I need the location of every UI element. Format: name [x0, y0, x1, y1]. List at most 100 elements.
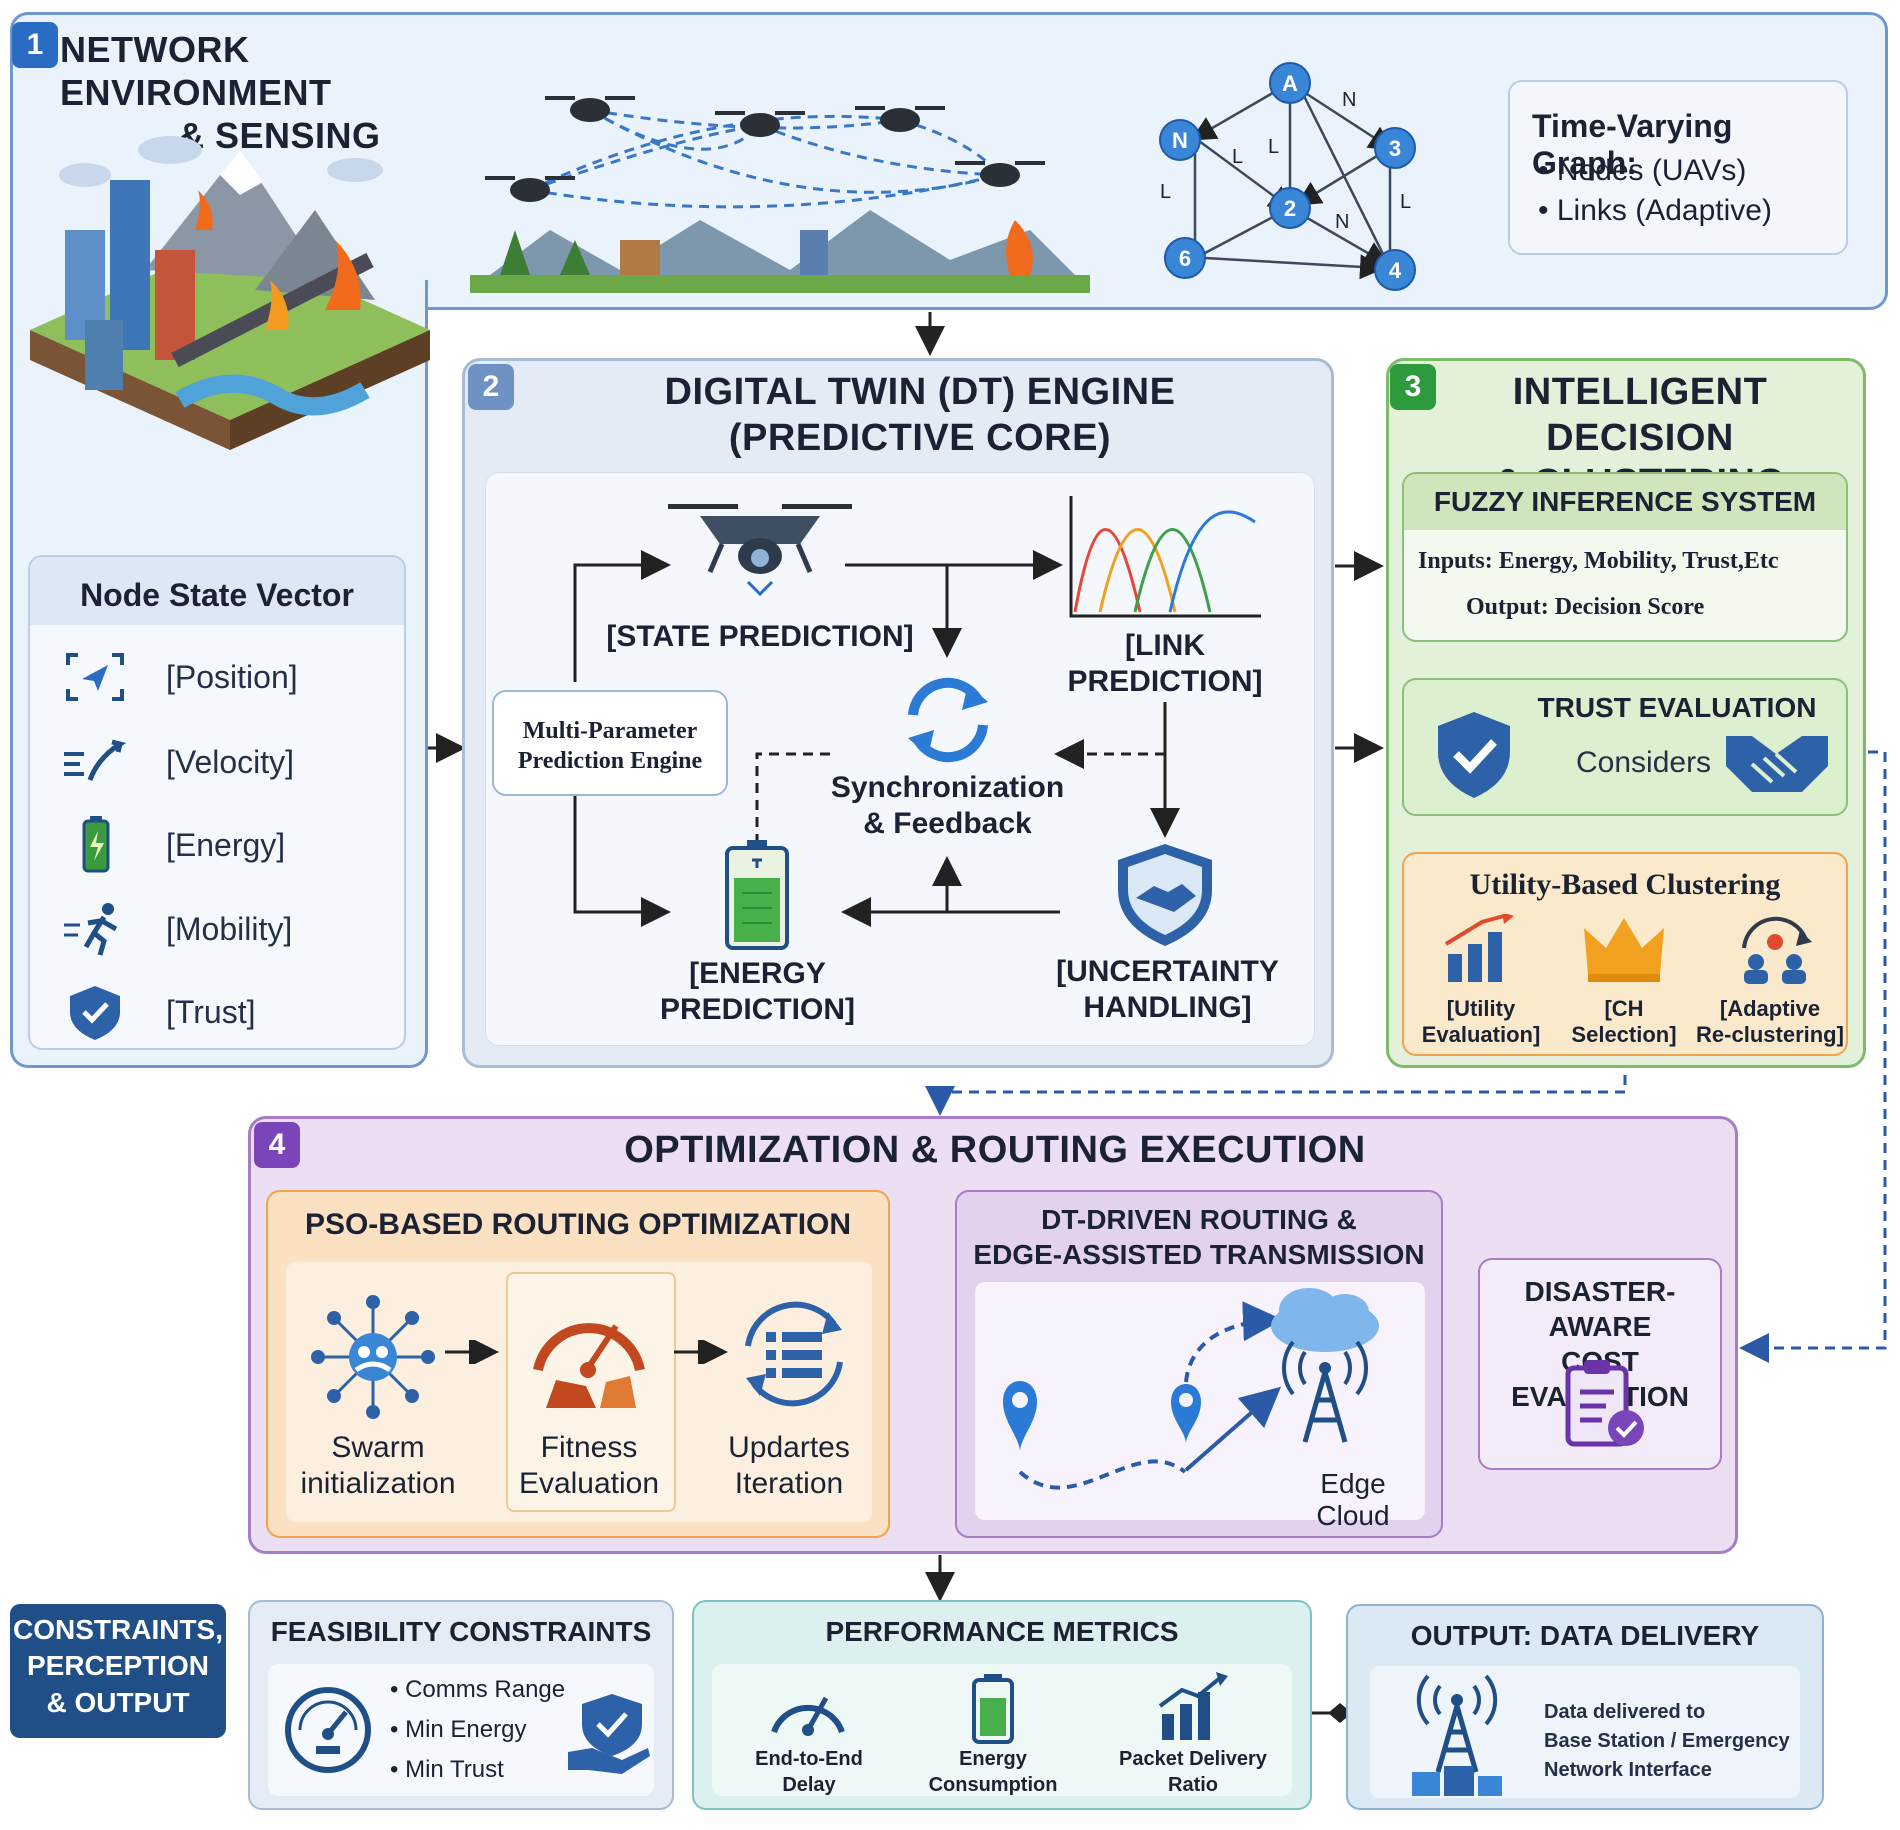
- constraints-label-line1: CONSTRAINTS,: [13, 1614, 223, 1645]
- multi-parameter-line1: Multi-Parameter: [522, 718, 698, 744]
- state-item-trust: [Trust]: [60, 982, 255, 1042]
- speedometer-icon: [533, 1323, 645, 1408]
- section1-title-line1: NETWORK ENVIRONMENT: [60, 29, 332, 114]
- feasibility-item-trust: • Min Trust: [390, 1756, 504, 1783]
- sync-feedback-line1: Synchronization: [830, 771, 1065, 804]
- sync-feedback-line2: & Feedback: [863, 807, 1032, 840]
- delivery-ratio-chart-icon: [1158, 1672, 1228, 1740]
- output-data-delivery-box: OUTPUT: DATA DELIVERY Data delivered to …: [1346, 1604, 1824, 1810]
- fuzzy-title: FUZZY INFERENCE SYSTEM: [1433, 486, 1817, 517]
- pso-title: PSO-BASED ROUTING OPTIMIZATION: [304, 1208, 852, 1241]
- graph-edge-label-6: L: [1400, 191, 1411, 213]
- output-title: OUTPUT: DATA DELIVERY: [1410, 1620, 1760, 1651]
- graph-node-4: 4: [1389, 258, 1402, 283]
- utility-clustering-box: Utility-Based Clustering [Utility Evalua…: [1402, 852, 1848, 1056]
- sync-feedback-label: Synchronization & Feedback: [820, 770, 1075, 842]
- output-description: Data delivered to Base Station / Emergen…: [1544, 1698, 1790, 1785]
- energy-battery-icon: [725, 840, 789, 950]
- section3-title-line1: INTELLIGENT DECISION: [1512, 371, 1768, 459]
- state-item-position: [Position]: [60, 647, 298, 707]
- constraints-output-label-box: CONSTRAINTS, PERCEPTION & OUTPUT: [10, 1604, 226, 1738]
- graph-edge-label-4: L: [1160, 181, 1171, 203]
- link-prediction-line2: PREDICTION]: [1067, 665, 1263, 698]
- adaptive-reclustering-line2: Re-clustering]: [1696, 1022, 1844, 1048]
- disaster-cost-line1: DISASTER-AWARE: [1524, 1276, 1676, 1342]
- state-item-velocity: [Velocity]: [60, 732, 294, 792]
- iteration-list-icon: [745, 1301, 843, 1407]
- uncertainty-line1: [UNCERTAINTY: [1056, 955, 1279, 988]
- base-station-tower-icon: [1412, 1674, 1502, 1796]
- fitness-step-card: [506, 1272, 676, 1512]
- graph-node-6: 6: [1179, 246, 1191, 271]
- metric-energy-line1: Energy: [959, 1748, 1027, 1770]
- utility-evaluation-line1: [Utility: [1446, 996, 1516, 1021]
- output-text-line3: Network Interface: [1544, 1759, 1712, 1781]
- tvg-legend-box: Time-Varying Graph: • Nodes (UAVs) • Lin…: [1508, 80, 1848, 255]
- output-inner: [1370, 1666, 1800, 1798]
- handshake-icon: [1726, 736, 1828, 792]
- position-icon: [66, 653, 124, 701]
- tvg-item-links: • Links (Adaptive): [1538, 194, 1772, 227]
- metric-delay-line2: Delay: [782, 1774, 836, 1796]
- metric-energy-line2: Consumption: [928, 1774, 1058, 1796]
- multi-parameter-engine-box: Multi-Parameter Prediction Engine: [492, 690, 728, 796]
- node-state-title: Node State Vector: [80, 577, 354, 613]
- uncertainty-line2: HANDLING]: [1083, 991, 1252, 1024]
- metric-energy-label: Energy Consumption: [898, 1746, 1088, 1798]
- performance-metrics-box: PERFORMANCE METRICS End-to-End Delay Ene…: [692, 1600, 1312, 1810]
- graph-node-2: 2: [1284, 196, 1296, 221]
- energy-consumption-icon: [972, 1674, 1014, 1744]
- pso-arrow-1: [445, 1340, 499, 1364]
- running-person-icon: [64, 903, 118, 956]
- dt-routing-title: DT-DRIVEN ROUTING & EDGE-ASSISTED TRANSM…: [957, 1202, 1441, 1272]
- drone-icon: [668, 504, 852, 597]
- section2-title-line1: DIGITAL TWIN (DT) ENGINE: [664, 371, 1176, 413]
- energy-prediction-line2: PREDICTION]: [660, 993, 855, 1026]
- fuzzy-output: Output: Decision Score: [1466, 594, 1705, 620]
- section2-title-line2: (PREDICTIVE CORE): [728, 416, 1112, 459]
- state-item-velocity-label: [Velocity]: [166, 743, 295, 780]
- fitness-eval-line2: Evaluation: [518, 1467, 660, 1500]
- utility-evaluation-line2: Evaluation]: [1421, 1022, 1541, 1048]
- shield-check-icon: [70, 986, 120, 1040]
- dt-routing-title-line1: DT-DRIVEN ROUTING &: [1041, 1204, 1357, 1235]
- performance-title: PERFORMANCE METRICS: [825, 1616, 1179, 1647]
- metric-delay-label: End-to-End Delay: [714, 1746, 904, 1798]
- disaster-cost-box: DISASTER-AWARE COST EVALUATION: [1478, 1258, 1722, 1470]
- fitness-eval-line1: Fitness: [540, 1431, 638, 1464]
- feasibility-title: FEASIBILITY CONSTRAINTS: [270, 1616, 652, 1647]
- state-item-trust-label: [Trust]: [166, 993, 256, 1030]
- state-prediction-label: [STATE PREDICTION]: [606, 620, 914, 653]
- graph-node-3: 3: [1389, 136, 1401, 161]
- clipboard-check-icon: [1565, 1360, 1644, 1447]
- trust-evaluation-title: TRUST EVALUATION: [1537, 692, 1817, 723]
- utility-evaluation-label: [Utility Evaluation]: [1406, 996, 1556, 1049]
- graph-node-a: A: [1282, 71, 1298, 96]
- state-item-mobility: [Mobility]: [60, 899, 292, 959]
- sync-icon: [908, 677, 988, 763]
- fuzzy-inference-box: FUZZY INFERENCE SYSTEM Inputs: Energy, M…: [1402, 472, 1848, 642]
- metric-pdr-line2: Ratio: [1168, 1774, 1218, 1796]
- handshake-shield-icon: [1118, 844, 1212, 946]
- constraints-label-line2: PERCEPTION: [26, 1650, 210, 1682]
- delay-gauge-icon: [771, 1696, 845, 1736]
- graph-edge-label-5: N: [1335, 211, 1349, 233]
- ch-selection-line2: Selection]: [1571, 1022, 1677, 1048]
- disaster-city-illustration: [30, 136, 430, 450]
- adaptive-reclustering-line1: [Adaptive: [1719, 996, 1821, 1021]
- fitness-eval-label: Fitness Evaluation: [506, 1430, 672, 1502]
- dt-driven-routing-box: DT-DRIVEN ROUTING & EDGE-ASSISTED TRANSM…: [955, 1190, 1443, 1538]
- link-prediction-line1: [LINK: [1125, 629, 1205, 662]
- utility-bar-chart-icon: [1444, 914, 1514, 982]
- metric-pdr-line1: Packet Delivery: [1119, 1748, 1267, 1770]
- utility-clustering-title: Utility-Based Clustering: [1469, 868, 1781, 901]
- section2-title: DIGITAL TWIN (DT) ENGINE (PREDICTIVE COR…: [560, 370, 1280, 461]
- swarm-network-icon: [311, 1295, 435, 1419]
- graph-edge-label-1: N: [1342, 89, 1356, 111]
- state-item-position-label: [Position]: [166, 658, 298, 695]
- section1-title-line2: & SENSING: [178, 115, 381, 157]
- dt-routing-title-line2: EDGE-ASSISTED TRANSMISSION: [973, 1239, 1425, 1270]
- state-item-energy: [Energy]: [60, 815, 285, 875]
- swarm-init-label: Swarm initialization: [288, 1430, 468, 1502]
- state-item-mobility-label: [Mobility]: [166, 910, 293, 947]
